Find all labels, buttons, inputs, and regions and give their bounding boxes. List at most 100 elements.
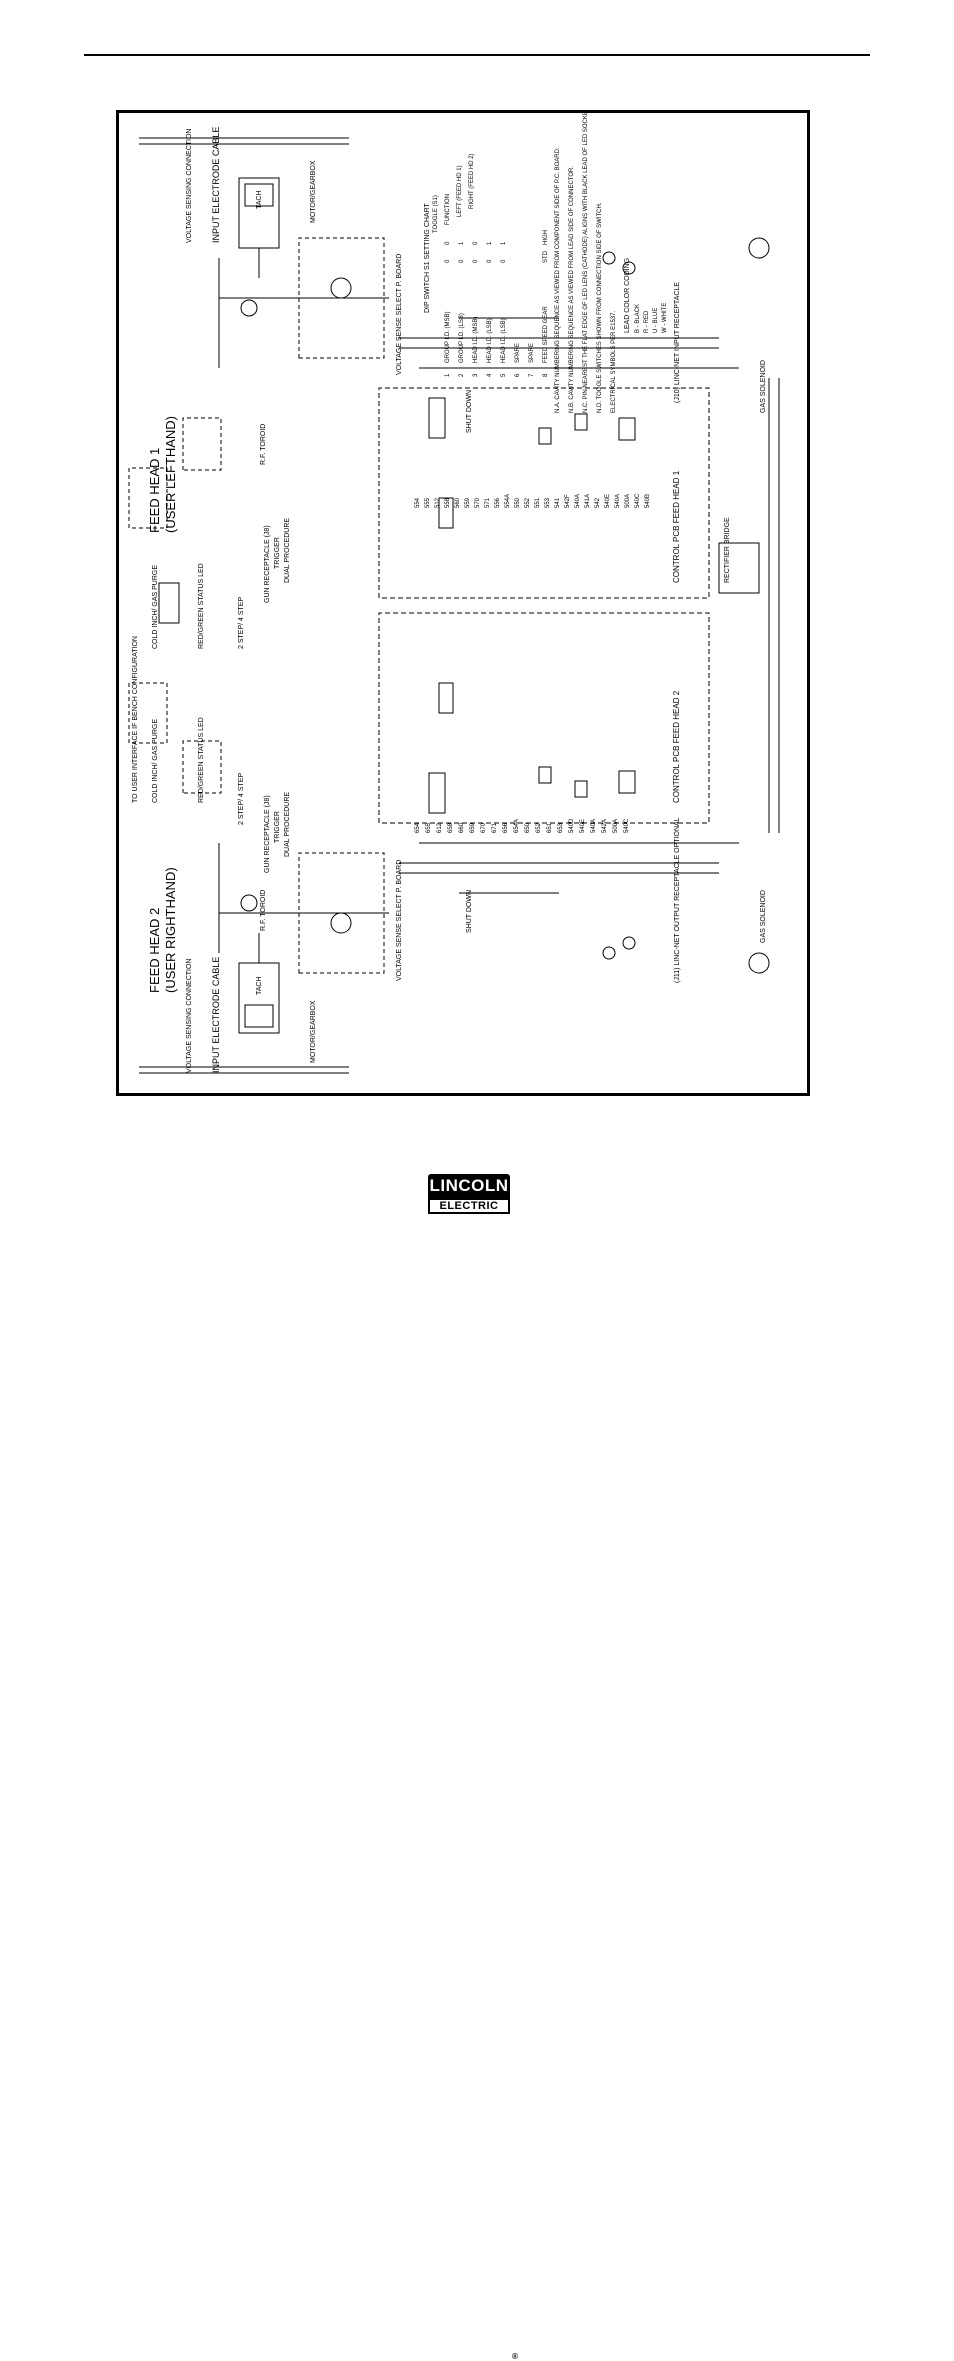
gun-receptacle-label-2: GUN RECEPTACLE (J8) — [264, 795, 271, 873]
wire-label: 652 — [536, 822, 542, 833]
wiring-diagram: FEED HEAD 1 (USER LEFTHAND) FEED HEAD 2 … — [128, 113, 780, 1074]
wire-label: 542 — [595, 497, 601, 508]
wire-label: 542F — [565, 494, 571, 508]
feed-head-2-title: FEED HEAD 2 — [147, 908, 162, 993]
dip-row-left: 0 — [501, 259, 507, 263]
wire-label: 658 — [448, 822, 454, 833]
linc-net-output-label: (J11) LINC-NET OUTPUT RECEPTACLE OPTIONA… — [674, 817, 681, 983]
wire-label: 541 — [555, 497, 561, 508]
tach-label-2: TACH — [256, 976, 263, 995]
dip-row-toggle: 3 — [473, 373, 479, 377]
top-rule — [84, 54, 870, 56]
wire-label: 542A — [602, 819, 608, 833]
wiring-diagram-frame: FEED HEAD 1 (USER LEFTHAND) FEED HEAD 2 … — [116, 110, 810, 1096]
dip-row-function: HEAD I.D. (LSB) — [487, 318, 493, 363]
logo-bottom: ELECTRIC — [428, 1198, 510, 1214]
dip-row-toggle: 5 — [501, 373, 507, 377]
lead-color-item: U - BLUE — [653, 308, 659, 333]
lead-color-item: W - WHITE — [662, 303, 668, 333]
dip-chart-title: DIP SWITCH S1 SETTING CHART — [424, 202, 431, 313]
dip-row-left: STD — [543, 250, 549, 263]
dip-row-left: 0 — [445, 259, 451, 263]
rectifier-bridge-label: RECTIFIER BRIDGE — [724, 517, 731, 583]
trigger-label-1: TRIGGER — [274, 537, 281, 569]
dip-row-left: 0 — [459, 259, 465, 263]
status-led-label-1: RED/GREEN STATUS LED — [198, 563, 205, 649]
trigger-label-2: TRIGGER — [274, 811, 281, 843]
dip-row-function: HEAD I.D. (LSB) — [501, 318, 507, 363]
lead-color-item: R - RED — [644, 310, 650, 333]
wire-label: 560 — [455, 497, 461, 508]
dip-chart-header: FUNCTION — [445, 194, 451, 225]
gas-solenoid-2 — [748, 952, 770, 974]
registered-mark: ® — [512, 2352, 518, 2361]
gas-solenoid-label-2: GAS SOLENOID — [760, 890, 767, 943]
feed-head-1-subtitle: (USER LEFTHAND) — [163, 416, 178, 533]
cold-inch-label-1: COLD INCH/ GAS PURGE — [152, 565, 159, 649]
dip-row-function: GROUP I.D. (LSB) — [459, 313, 465, 363]
wire-label: 551 — [535, 497, 541, 508]
dip-row-left: 0 — [487, 259, 493, 263]
wire-label: 554A — [505, 494, 511, 508]
motor-gearbox-label-1: MOTOR/GEARBOX — [310, 160, 317, 223]
dip-row-function: HEAD I.D. (MSB) — [473, 317, 479, 363]
wire-label: 500A — [613, 819, 619, 833]
logo-bottom-text: ELECTRIC — [439, 1200, 499, 1212]
user-interface-label: TO USER INTERFACE IF BENCH CONFIGURATION — [132, 636, 139, 803]
dip-row-toggle: 1 — [445, 373, 451, 377]
input-cable-label-1: INPUT ELECTRODE CABLE — [211, 127, 221, 243]
wire-label: 540E — [580, 819, 586, 833]
dip-row-function: FEED SPEED GEAR — [543, 306, 549, 363]
note-line: N.A. CAVITY NUMBERING SEQUENCE AS VIEWED… — [555, 147, 561, 413]
wire-label: 540A — [615, 494, 621, 508]
dip-row-right: HIGH — [543, 230, 549, 245]
note-line: ELECTRICAL SYMBOLS PER E1537. — [611, 311, 617, 413]
rf-toroid-2 — [240, 894, 258, 912]
control-pcb-2 — [378, 612, 710, 824]
wire-label: 540E — [605, 494, 611, 508]
control-pcb-2-label: CONTROL PCB FEED HEAD 2 — [672, 690, 681, 803]
wire-label: 540D — [569, 818, 575, 833]
motor-gearbox-label-2: MOTOR/GEARBOX — [310, 1000, 317, 1063]
dip-row-toggle: 7 — [529, 373, 535, 377]
voltage-sensing-label-1: VOLTAGE SENSING CONNECTION — [186, 129, 193, 243]
dip-row-right: 0 — [445, 241, 451, 245]
dip-row-right: 0 — [473, 241, 479, 245]
wire-label: 556 — [495, 497, 501, 508]
wire-label: 660 — [459, 822, 465, 833]
cold-inch-switch-2 — [128, 682, 168, 744]
two-step-switch-1 — [182, 417, 222, 471]
wire-label: 659 — [470, 822, 476, 833]
dip-row-right: 1 — [487, 241, 493, 245]
dip-chart-header: TOGGLE (S1) — [433, 195, 439, 233]
wire-label: 500A — [625, 494, 631, 508]
control-pcb-1 — [378, 387, 710, 599]
dip-row-toggle: 6 — [515, 373, 521, 377]
wire-label: 512 — [435, 497, 441, 508]
dip-row-left: 0 — [473, 259, 479, 263]
wire-label: 540C — [635, 493, 641, 508]
dip-row-toggle: 2 — [459, 373, 465, 377]
dip-row-function: SPARE — [515, 343, 521, 363]
wire-label: 656 — [503, 822, 509, 833]
wire-label: 654 — [415, 822, 421, 833]
wire-label: 559 — [465, 497, 471, 508]
dual-procedure-label-2: DUAL PROCEDURE — [284, 792, 291, 857]
wire-label: 540C — [624, 818, 630, 833]
wire-label: 671 — [492, 822, 498, 833]
dip-row-function: SPARE — [529, 343, 535, 363]
wire-label: 655 — [426, 822, 432, 833]
rf-toroid-label-1: R.F. TOROID — [260, 424, 267, 465]
dip-row-right: 1 — [501, 241, 507, 245]
feed-head-2-subtitle: (USER RIGHTHAND) — [163, 867, 178, 993]
control-pcb-1-label: CONTROL PCB FEED HEAD 1 — [672, 470, 681, 583]
lead-color-title: LEAD COLOR CODING — [624, 258, 631, 333]
notes: N.A. CAVITY NUMBERING SEQUENCE AS VIEWED… — [555, 113, 617, 413]
wire-label: 540A — [591, 819, 597, 833]
wire-label: 552 — [525, 497, 531, 508]
user-interface-connector — [158, 582, 180, 624]
